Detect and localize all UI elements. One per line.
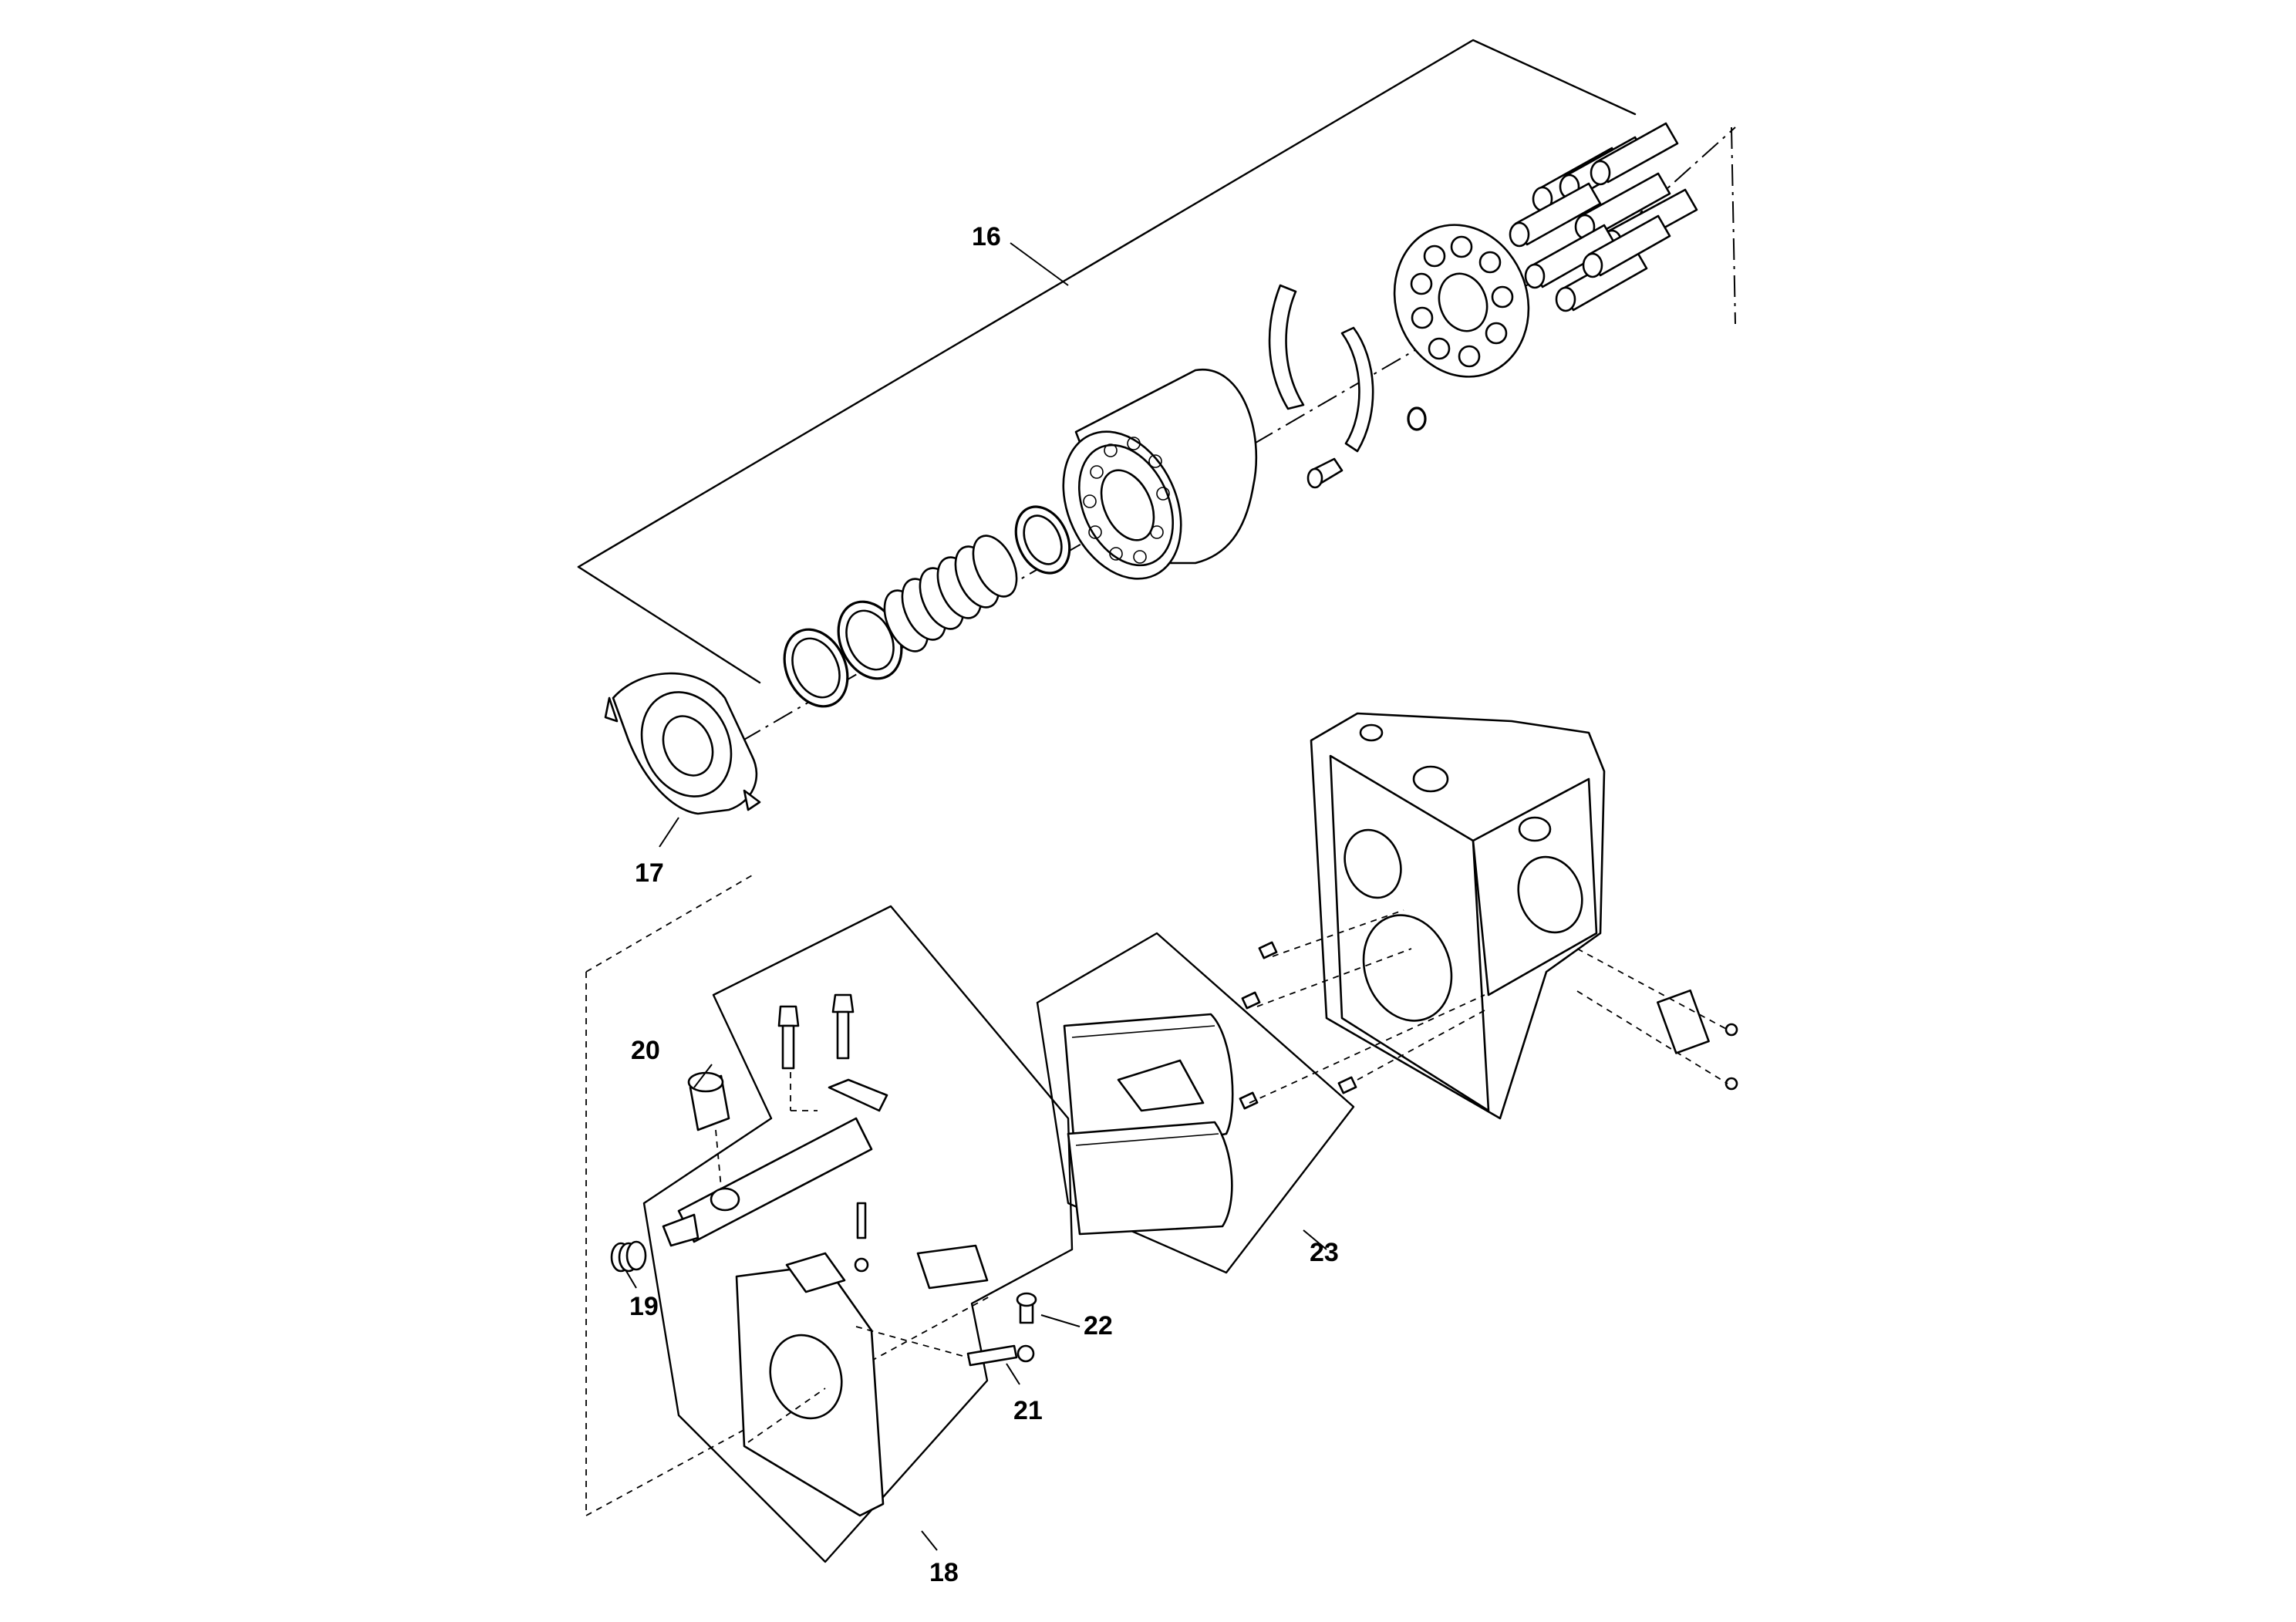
slide-pad [916,1244,989,1290]
callout-17: 17 [635,858,664,888]
bolts-20-group [777,993,855,1070]
callout-18: 18 [929,1558,959,1587]
bolt-22 [1016,1292,1037,1324]
pin-21 [966,1344,1035,1367]
bushing-20 [687,1071,730,1131]
group-18-outline [642,905,1074,1563]
cylinder-block [1062,368,1258,580]
bearing-liner-group-23 [1036,932,1355,1274]
lever-arm [662,1078,888,1247]
callout-20: 20 [631,1036,660,1065]
pump-housing [1239,712,1738,1120]
small-nut [1407,406,1427,431]
small-bolt [1306,457,1344,489]
piston-retainer-plate [1393,224,1530,378]
swashplate [735,1252,885,1517]
swashplate-group-18 [585,875,1074,1563]
group-23-outline [1036,932,1355,1274]
pistons [1509,122,1698,312]
group-18-dash-boundary [585,972,992,1517]
callout-22: 22 [1084,1311,1113,1340]
connection-lines [715,909,1728,1443]
callout-16: 16 [972,222,1001,251]
group-16-outline [577,39,1637,568]
rotating-group-16 [577,39,1736,815]
callout-21: 21 [1013,1396,1043,1425]
leaders [625,242,1327,1551]
retainer-guides [1268,284,1374,453]
callout-labels: 16 17 18 19 20 21 22 23 [629,222,1339,1587]
callout-19: 19 [629,1292,659,1321]
compression-spring [883,534,1018,653]
valve-plate-17 [604,672,761,815]
spring-19 [610,1240,647,1273]
callout-23: 23 [1310,1238,1339,1267]
pin [856,1202,867,1239]
